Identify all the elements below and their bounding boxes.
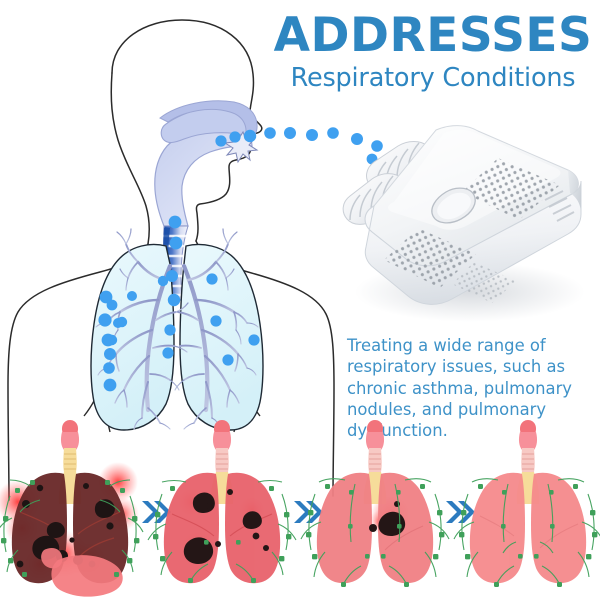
bronchial-tree [95, 228, 259, 430]
stage-1-diseased-lungs [0, 420, 144, 597]
airflow-dotted-path [215, 127, 383, 165]
vent-side-slots [544, 190, 575, 222]
stage-4-healthy-lungs [453, 420, 600, 587]
vent-grille-bottom [452, 262, 516, 303]
lymph-nodes [1, 480, 140, 577]
stage-3-mostly-healed-lungs [300, 420, 450, 587]
vent-grille-upper [462, 158, 560, 220]
airflow-dots-internal [98, 215, 260, 392]
tumor-masses [369, 501, 406, 536]
page-title: ADDRESSES [273, 8, 593, 63]
vent-grille-lower [384, 228, 476, 288]
headline-block: ADDRESSES Respiratory Conditions [268, 12, 598, 93]
power-button[interactable] [431, 187, 476, 224]
nasal-cavity-airway [154, 100, 258, 227]
progression-arrow-3 [446, 501, 475, 523]
tumor-masses [183, 489, 269, 564]
page-subtitle: Respiratory Conditions [290, 62, 576, 93]
progression-arrow-2 [294, 501, 323, 523]
stage-2-improving-lungs [147, 420, 297, 584]
progression-arrow-1 [142, 501, 171, 523]
